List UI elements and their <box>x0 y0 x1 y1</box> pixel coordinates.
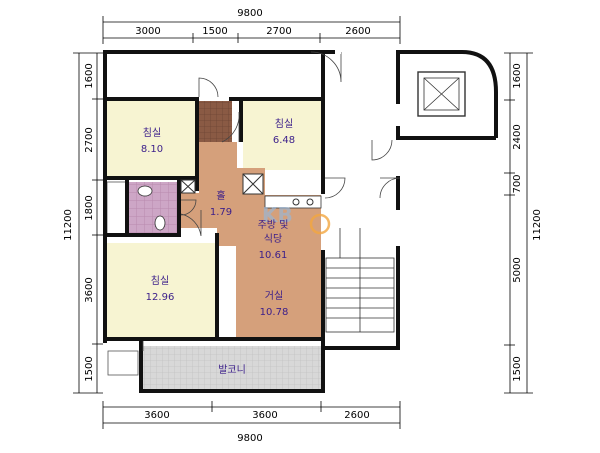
bottom-total-dim: 9800 <box>237 433 262 444</box>
hall-living-floor <box>181 142 321 340</box>
walls <box>103 50 496 393</box>
right-dim-1: 1600 <box>512 63 523 88</box>
bedroom1-area: 8.10 <box>141 144 163 155</box>
bottom-dim-1: 3600 <box>144 410 169 421</box>
hall-name: 홀 <box>216 189 225 202</box>
right-dim-5: 1500 <box>512 356 523 381</box>
bedroom3-floor <box>107 243 215 340</box>
stair-landing-tile <box>199 101 232 142</box>
kitchen-name: 주방 및 <box>258 219 289 231</box>
bottom-dim-3: 2600 <box>344 410 369 421</box>
left-dim-1: 1600 <box>84 63 95 88</box>
stove-icon-2 <box>306 198 314 206</box>
bedroom2-floor <box>243 101 321 170</box>
right-dim-3: 700 <box>512 174 523 193</box>
elevator-car <box>417 71 466 117</box>
left-dim-2: 2700 <box>84 127 95 152</box>
top-dim-3: 2700 <box>266 26 291 37</box>
wardrobes <box>180 173 264 195</box>
hall-area: 1.79 <box>210 207 232 218</box>
balcony-floor <box>143 346 321 393</box>
kitchen-name-line2: 식당 <box>264 233 282 245</box>
top-total-dim: 9800 <box>237 8 262 19</box>
living-name: 거실 <box>265 290 283 302</box>
left-dim-3: 1800 <box>84 195 95 220</box>
top-dim-2: 1500 <box>202 26 227 37</box>
elevator-wall <box>400 50 498 138</box>
right-dimension-lines <box>504 52 533 394</box>
bottom-dimension-lines <box>102 401 401 429</box>
left-dim-5: 1500 <box>84 356 95 381</box>
right-dim-4: 5000 <box>512 257 523 282</box>
bottom-dim-2: 3600 <box>252 410 277 421</box>
tub <box>106 181 128 235</box>
balcony-side-box <box>107 350 139 376</box>
elevator-car-inner <box>423 77 460 111</box>
bedroom3-name: 침실 <box>151 275 169 287</box>
bedroom1-name: 침실 <box>143 127 161 139</box>
left-total-dim: 11200 <box>63 209 74 241</box>
kitchen-area: 10.61 <box>259 250 288 261</box>
sink-icon <box>137 185 153 197</box>
bedroom2-area: 6.48 <box>273 135 295 146</box>
doors <box>142 50 401 351</box>
bedroom1-floor <box>107 101 196 176</box>
top-dimension-lines <box>102 16 401 44</box>
right-dim-2: 2400 <box>512 124 523 149</box>
top-dim-4: 2600 <box>345 26 370 37</box>
living-area: 10.78 <box>260 307 289 318</box>
left-dim-4: 3600 <box>84 277 95 302</box>
bedroom2-name: 침실 <box>275 118 293 130</box>
stove-icon <box>292 198 300 206</box>
bedroom3-area: 12.96 <box>146 292 175 303</box>
watermark-logo: KB <box>262 203 293 227</box>
elevator-cross <box>423 77 460 111</box>
top-dim-1: 3000 <box>135 26 160 37</box>
balcony-name: 발코니 <box>218 364 246 376</box>
toilet-icon <box>154 215 166 231</box>
bath-tile <box>129 182 178 234</box>
watermark-ring <box>309 213 331 235</box>
stairs <box>325 228 395 333</box>
left-dimension-lines <box>73 52 103 394</box>
right-total-dim: 11200 <box>532 209 543 241</box>
